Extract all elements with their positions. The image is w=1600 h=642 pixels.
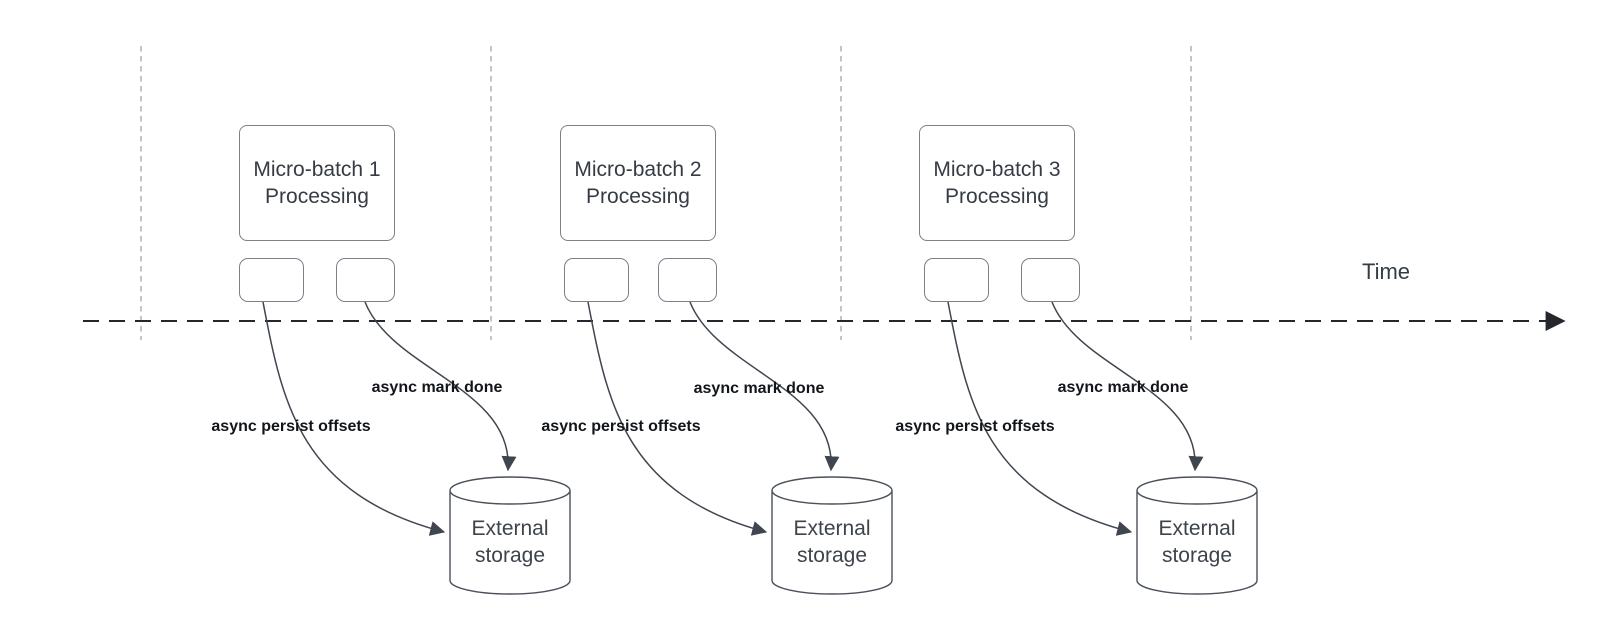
time-axis-title: Time: [1361, 259, 1411, 284]
persist-offsets-label-3: async persist offsets: [895, 418, 1055, 435]
persist-offsets-arrow-3: [947, 301, 1133, 536]
async-done-op-box-3: [1021, 258, 1080, 302]
persist-offsets-label-2: async persist offsets: [541, 418, 701, 435]
storage-cylinder-1: [449, 476, 571, 595]
external-storage-label-1: External storage: [471, 517, 549, 567]
mark-done-label-2: async mark done: [693, 380, 825, 397]
async-persist-op-box-2: [564, 258, 629, 302]
external-storage-label-2: External storage: [793, 517, 871, 567]
mark-done-arrow-1: [364, 301, 517, 472]
persist-offsets-arrow-1: [262, 301, 446, 536]
external-storage-label-3: External storage: [1158, 517, 1236, 567]
micro-batch-3-processing-box: Micro-batch 3 Processing: [919, 125, 1075, 241]
persist-offsets-label-1: async persist offsets: [211, 418, 371, 435]
storage-cylinder-3: [1136, 476, 1258, 595]
storage-cylinder-2: [771, 476, 893, 595]
async-done-op-box-1: [336, 258, 395, 302]
async-persist-op-box-3: [924, 258, 989, 302]
async-done-op-box-2: [658, 258, 717, 302]
mark-done-label-1: async mark done: [371, 379, 503, 396]
async-persist-op-box-1: [239, 258, 304, 302]
mark-done-arrow-2: [689, 301, 840, 472]
micro-batch-1-processing-box: Micro-batch 1 Processing: [239, 125, 395, 241]
persist-offsets-arrow-2: [587, 301, 768, 536]
mark-done-label-3: async mark done: [1057, 379, 1189, 396]
micro-batch-2-processing-box: Micro-batch 2 Processing: [560, 125, 716, 241]
mark-done-arrow-3: [1051, 301, 1204, 472]
